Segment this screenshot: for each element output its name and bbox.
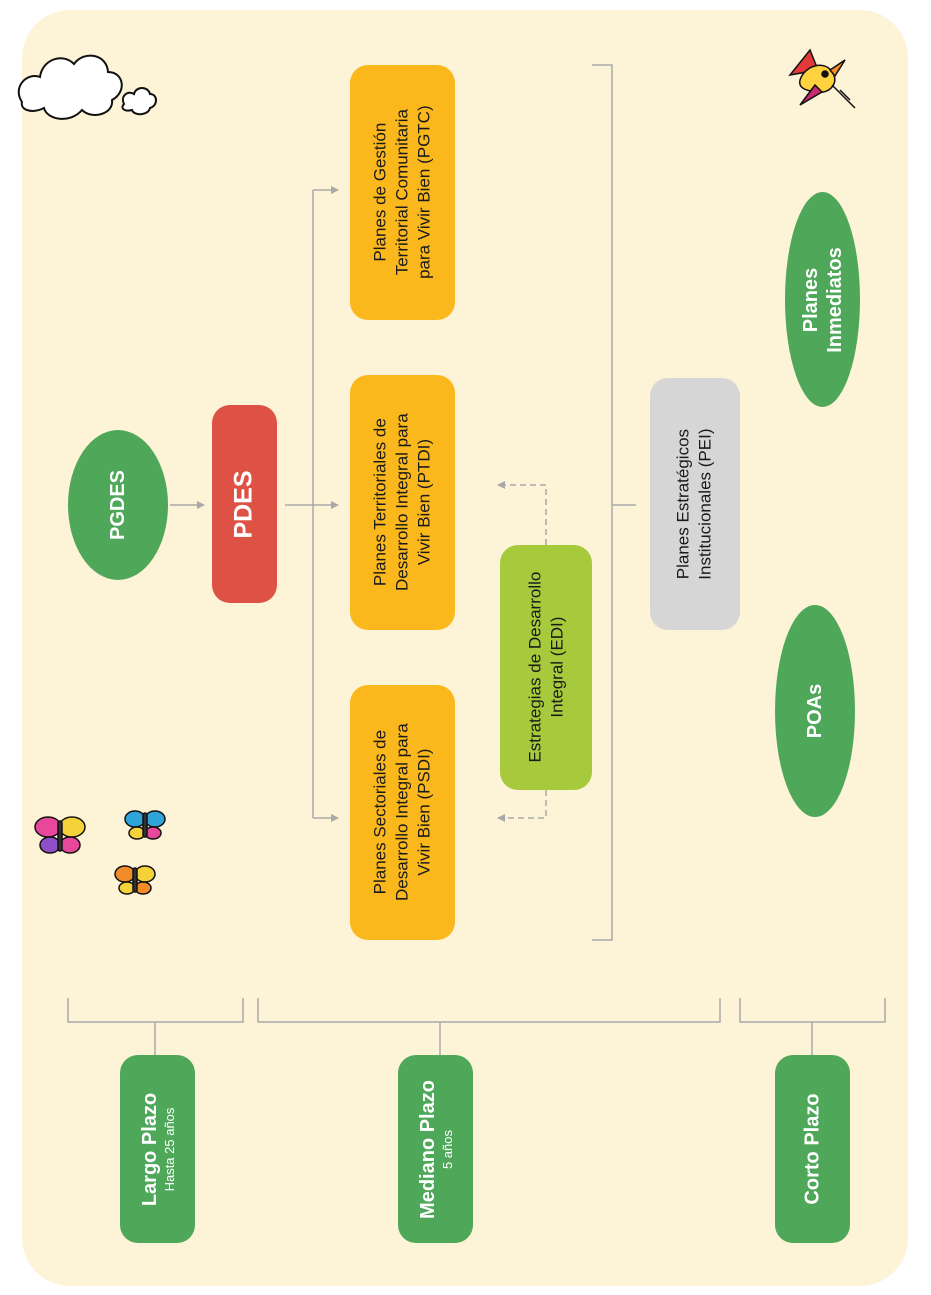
edi-node: Estrategias de Desarrollo Integral (EDI) [500, 545, 592, 790]
pgdes-label: PGDES [107, 469, 129, 541]
pdes-node: PDES [212, 405, 277, 603]
corto-plazo-box: Corto Plazo [775, 1055, 850, 1243]
butterfly-icon [34, 810, 166, 895]
bracket-corto [739, 998, 886, 1055]
edi-dashed-top [497, 481, 547, 545]
ptdi-line-3: Vivir Bien (PTDI) [414, 439, 434, 566]
edi-line-1: Estrategias de Desarrollo [524, 572, 544, 763]
edi-line-2: Integral (EDI) [547, 616, 566, 719]
poas-label: POAs [804, 683, 826, 739]
bracket-largo [67, 998, 244, 1055]
pgtc-line-2: Territorial Comunitaria [392, 109, 412, 276]
inmediatos-line-1: Planes [799, 267, 822, 332]
inmediatos-line-2: Inmediatos [823, 246, 846, 353]
ptdi-line-1: Planes Territoriales de [370, 418, 390, 587]
psdi-line-2: Desarrollo Integral para [392, 723, 412, 902]
pdes-label: PDES [230, 469, 258, 539]
edi-dashed-bottom [497, 790, 547, 822]
pgtc-line-1: Planes de Gestión [370, 123, 390, 262]
pei-line-2: Institucionales (PEI) [696, 428, 715, 580]
plans-bracket [592, 64, 636, 941]
pgtc-line-3: para Vivir Bien (PGTC) [414, 105, 434, 280]
mediano-plazo-sub: 5 años [440, 1129, 455, 1169]
ptdi-node: Planes Territoriales de Desarrollo Integ… [350, 375, 455, 630]
largo-plazo-box: Largo Plazo Hasta 25 años [120, 1055, 195, 1243]
pei-node: Planes Estratégicos Institucionales (PEI… [650, 378, 740, 630]
psdi-line-1: Planes Sectoriales de [370, 730, 390, 895]
ptdi-line-2: Desarrollo Integral para [392, 413, 412, 592]
cloud-icon [17, 54, 157, 120]
mediano-plazo-title: Mediano Plazo [417, 1079, 439, 1219]
planes-inmediatos-node: Planes Inmediatos [785, 192, 860, 407]
largo-plazo-title: Largo Plazo [139, 1092, 162, 1206]
bird-icon [788, 48, 856, 109]
poas-node: POAs [775, 605, 855, 817]
bracket-mediano [257, 998, 721, 1055]
corto-plazo-title: Corto Plazo [801, 1093, 824, 1205]
pgdes-node: PGDES [68, 430, 168, 580]
pei-line-1: Planes Estratégicos [673, 428, 693, 580]
psdi-node: Planes Sectoriales de Desarrollo Integra… [350, 685, 455, 940]
psdi-line-3: Vivir Bien (PSDI) [414, 748, 434, 877]
largo-plazo-sub: Hasta 25 años [162, 1107, 178, 1191]
mediano-plazo-box: Mediano Plazo 5 años [398, 1055, 473, 1243]
pgtc-node: Planes de Gestión Territorial Comunitari… [350, 65, 455, 320]
